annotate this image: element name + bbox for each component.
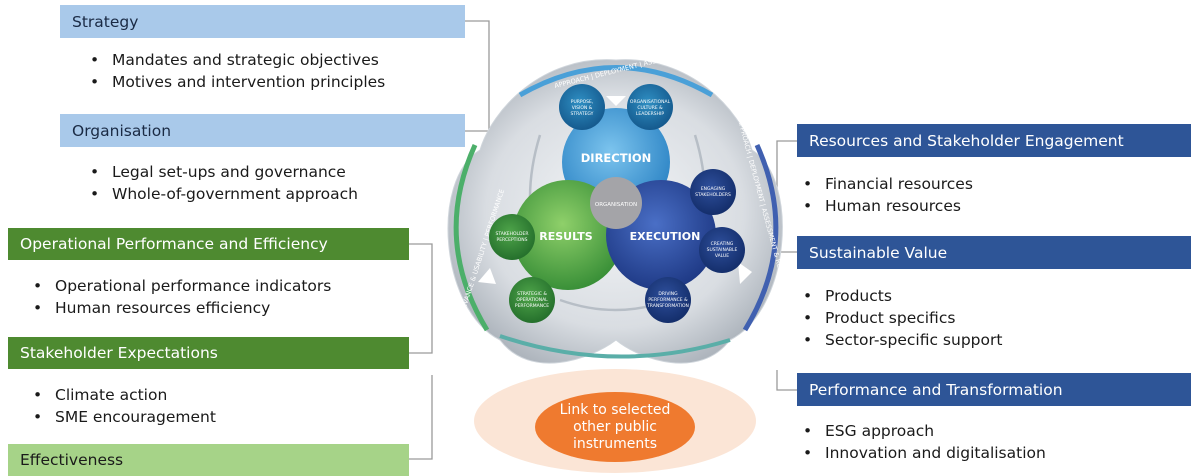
connector-stakeholder-effectiveness (409, 375, 433, 460)
driving-label-3: TRANSFORMATION (646, 303, 689, 309)
performance-list: ESG approach Innovation and digitalisati… (797, 420, 1046, 464)
organisation-circle (590, 177, 642, 229)
creating-label-2: SUSTAINABLE (707, 247, 738, 253)
list-item: Human resources efficiency (27, 297, 331, 319)
link-line-3: instruments (572, 435, 658, 452)
stakeholder-header: Stakeholder Expectations (8, 337, 409, 369)
list-item: SME encouragement (27, 406, 216, 428)
resources-list: Financial resources Human resources (797, 173, 973, 217)
results-label: RESULTS (539, 230, 593, 243)
list-item: Financial resources (797, 173, 973, 195)
strategy-list: Mandates and strategic objectives Motive… (84, 49, 385, 93)
strategic-circle (509, 277, 555, 323)
performance-header: Performance and Transformation (797, 373, 1191, 406)
strategic-label-3: PERFORMANCE (515, 303, 549, 309)
resources-title: Resources and Stakeholder Engagement (809, 131, 1124, 150)
list-item: Innovation and digitalisation (797, 442, 1046, 464)
operational-list: Operational performance indicators Human… (27, 275, 331, 319)
strategic-label-2: OPERATIONAL (516, 297, 548, 303)
stakeholder-title: Stakeholder Expectations (20, 344, 218, 362)
link-line-1: Link to selected (559, 401, 671, 418)
driving-label-1: DRIVING (658, 291, 678, 297)
engaging-label-1: ENGAGING (701, 186, 726, 192)
driving-label-2: PERFORMANCE & (648, 297, 688, 303)
culture-label-2: CULTURE & (637, 105, 663, 111)
link-to-instruments[interactable]: Link to selected other public instrument… (535, 392, 695, 462)
perceptions-circle (489, 214, 535, 260)
ring-top-arc (518, 65, 714, 98)
ring-left-arc (453, 143, 490, 332)
list-item: Legal set-ups and governance (84, 161, 358, 183)
purpose-label-3: STRATEGY (571, 111, 594, 117)
sustainable-list: Products Product specifics Sector-specif… (797, 285, 1002, 351)
perceptions-label-1: STAKEHOLDER (496, 231, 529, 237)
effectiveness-title: Effectiveness (20, 451, 124, 469)
purpose-label-1: PURPOSE, (571, 99, 594, 105)
list-item: Human resources (797, 195, 973, 217)
organisation-title: Organisation (72, 121, 172, 140)
marker-left (478, 268, 496, 284)
sustainable-header: Sustainable Value (797, 236, 1191, 269)
strategic-label-1: STRATEGIC & (517, 291, 547, 297)
ring-right-arc (742, 143, 779, 332)
ring-bottom-arc (499, 334, 731, 359)
list-item: Operational performance indicators (27, 275, 331, 297)
creating-label-3: VALUE (715, 253, 729, 259)
purpose-circle (559, 84, 605, 130)
culture-circle (627, 84, 673, 130)
link-line-2: other public (573, 418, 657, 435)
connector-sustainable-performance (776, 370, 797, 391)
list-item: Product specifics (797, 307, 1002, 329)
execution-label: EXECUTION (630, 230, 701, 243)
list-item: Products (797, 285, 1002, 307)
organisation-list: Legal set-ups and governance Whole-of-go… (84, 161, 358, 205)
perceptions-label-2: PERCEPTIONS (497, 237, 528, 243)
purpose-label-2: VISION & (572, 105, 593, 111)
connector-operational-stakeholder (409, 243, 433, 354)
connector-strategy-organisation (465, 20, 490, 132)
strategy-title: Strategy (72, 12, 139, 31)
marker-right (738, 262, 752, 284)
culture-label-1: ORGANISATIONAL (630, 99, 671, 105)
performance-title: Performance and Transformation (809, 380, 1063, 399)
list-item: Motives and intervention principles (84, 71, 385, 93)
effectiveness-header: Effectiveness (8, 444, 409, 476)
list-item: ESG approach (797, 420, 1046, 442)
strategy-header: Strategy (60, 5, 465, 38)
list-item: Climate action (27, 384, 216, 406)
sustainable-title: Sustainable Value (809, 243, 948, 262)
organisation-header: Organisation (60, 114, 465, 147)
operational-header: Operational Performance and Efficiency (8, 228, 409, 260)
list-item: Mandates and strategic objectives (84, 49, 385, 71)
direction-label: DIRECTION (581, 151, 652, 165)
list-item: Whole-of-government approach (84, 183, 358, 205)
culture-label-3: LEADERSHIP (636, 111, 664, 117)
resources-header: Resources and Stakeholder Engagement (797, 124, 1191, 157)
list-item: Sector-specific support (797, 329, 1002, 351)
creating-circle (699, 227, 745, 273)
engaging-circle (690, 169, 736, 215)
marker-top (606, 96, 626, 106)
engaging-label-2: STAKEHOLDERS (695, 192, 731, 198)
stakeholder-list: Climate action SME encouragement (27, 384, 216, 428)
creating-label-1: CREATING (711, 241, 734, 247)
organisation-label: ORGANISATION (595, 202, 637, 208)
driving-circle (645, 277, 691, 323)
operational-title: Operational Performance and Efficiency (20, 235, 328, 253)
